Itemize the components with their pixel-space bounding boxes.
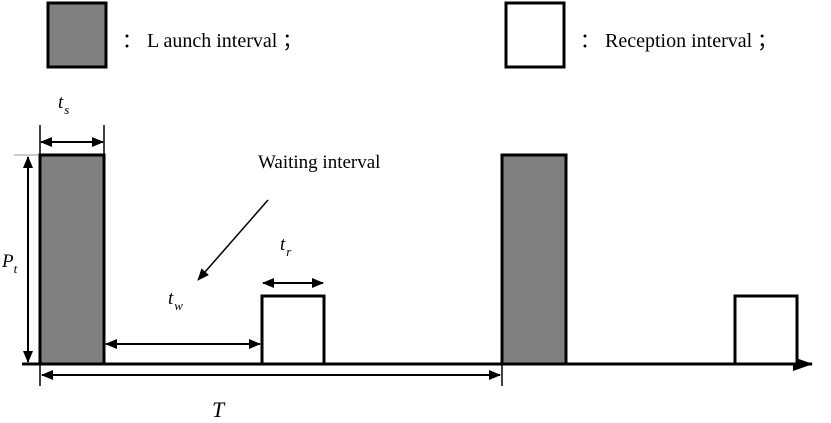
tr-label-sub: r (286, 244, 292, 259)
tw-label-main: t (168, 288, 174, 309)
ts-label-main: t (58, 92, 64, 113)
pt-label-main: P (1, 251, 14, 272)
ts-label: ts (58, 92, 69, 117)
launch-pulse-2 (500, 153, 568, 366)
waiting-pointer-arrow (197, 199, 269, 281)
ts-label-sub: s (64, 102, 69, 117)
launch-pulse-1 (38, 153, 106, 366)
tw-label: tw (168, 288, 183, 313)
legend-reception-swatch (504, 1, 566, 69)
reception-pulse-2 (733, 294, 799, 366)
waiting-interval-label: Waiting interval (258, 152, 380, 173)
period-label: T (212, 397, 226, 422)
pt-label-sub: t (14, 261, 18, 276)
tw-label-sub: w (174, 298, 183, 313)
tr-label: tr (280, 234, 292, 259)
reception-pulse-1 (260, 294, 326, 366)
legend-reception-label: ： Reception interval ； (580, 30, 777, 52)
tr-label-main: t (280, 234, 286, 255)
legend-launch-swatch (46, 1, 108, 69)
pt-label: Pt (1, 251, 18, 276)
legend-launch-label: ： L aunch interval ； (122, 30, 302, 52)
